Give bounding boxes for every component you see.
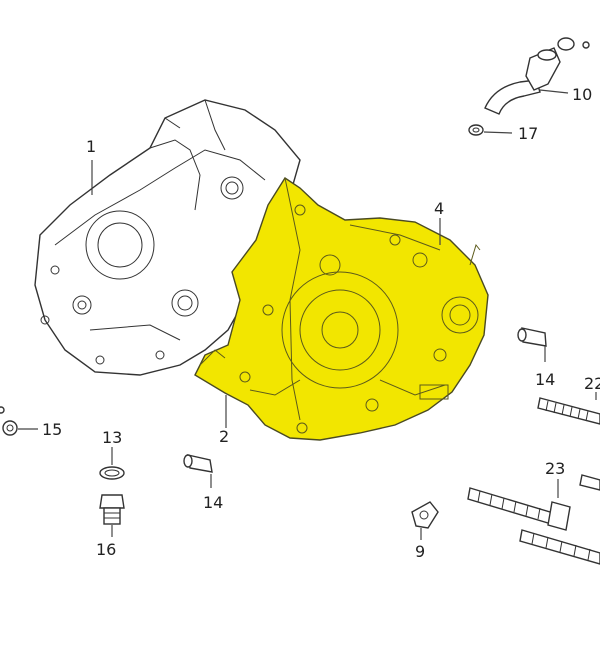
breather-tube-part-10[interactable] [484, 37, 590, 115]
callout-17: 17 [518, 124, 538, 143]
callout-14-left: 14 [203, 493, 223, 512]
dowel-pin-part-14-left[interactable] [183, 454, 213, 488]
callout-10: 10 [572, 85, 592, 104]
right-crankcase-part-2[interactable] [194, 177, 489, 441]
o-ring-part-17[interactable] [468, 124, 513, 136]
callout-2: 2 [219, 427, 229, 446]
o-ring-part-15[interactable] [0, 406, 38, 436]
callout-15: 15 [42, 420, 62, 439]
stud-bolt-part-22[interactable] [537, 392, 600, 491]
drain-bolt-part-16[interactable] [99, 494, 125, 537]
washer-part-13[interactable] [99, 447, 125, 480]
callout-4: 4 [434, 199, 444, 218]
callout-13: 13 [102, 428, 122, 447]
callout-16: 16 [96, 540, 116, 559]
bolt-part-23[interactable] [467, 479, 600, 565]
clip-part-9[interactable] [411, 501, 439, 540]
callout-22: 22 [584, 374, 600, 393]
callout-14-right: 14 [535, 370, 555, 389]
left-crankcase-part-1[interactable] [34, 99, 301, 376]
dowel-pin-part-14-right[interactable] [517, 327, 547, 362]
callout-1: 1 [86, 137, 96, 156]
callout-23: 23 [545, 459, 565, 478]
callout-9: 9 [415, 542, 425, 561]
